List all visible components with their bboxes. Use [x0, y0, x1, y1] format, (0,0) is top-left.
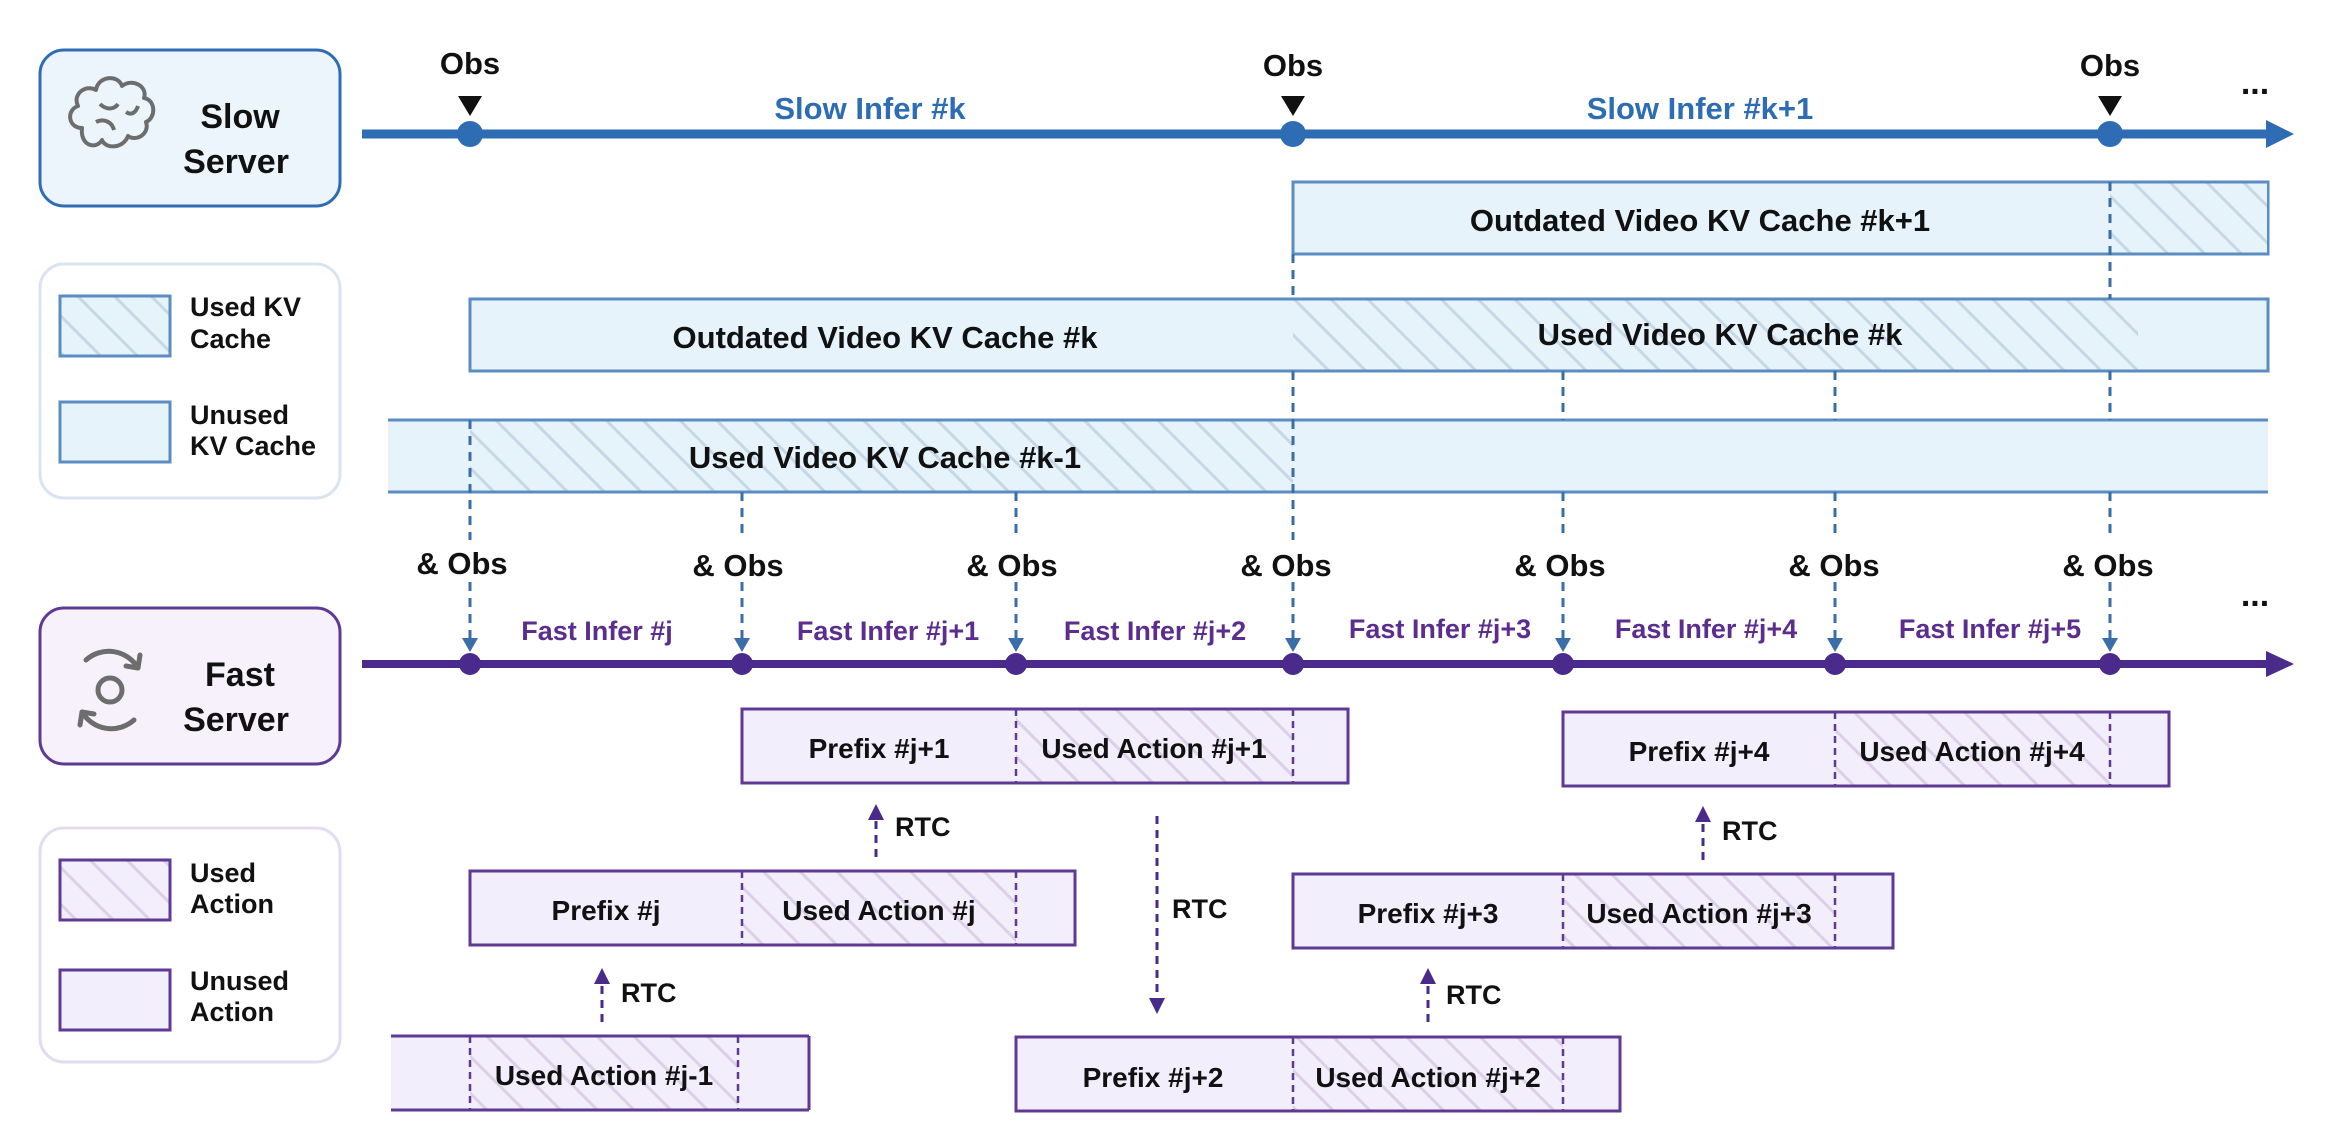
- action-legend: Used Action Unused Action: [38, 826, 342, 1064]
- action-j-minus-1-used-label: Used Action #j-1: [495, 1060, 713, 1091]
- fast-obs-label-6: & Obs: [1788, 548, 1879, 583]
- rtc-arrowheads: [594, 804, 1711, 1014]
- fast-infer-label-j4: Fast Infer #j+4: [1615, 614, 1797, 644]
- rtc-label-3: RTC: [1172, 894, 1228, 924]
- action-j-used-label: Used Action #j: [782, 895, 975, 926]
- kv-legend: Used KV Cache Unused KV Cache: [38, 262, 342, 500]
- action-j4-prefix-label: Prefix #j+4: [1629, 736, 1770, 767]
- action-j2-prefix-label: Prefix #j+2: [1083, 1062, 1224, 1093]
- action-j4-used-label: Used Action #j+4: [1859, 736, 2085, 767]
- kv-cache-k-outdated-label: Outdated Video KV Cache #k: [673, 320, 1099, 355]
- action-j1-used-label: Used Action #j+1: [1041, 733, 1266, 764]
- legend-unused-kv-label-2: KV Cache: [190, 431, 316, 461]
- fast-server-panel: Fast Server: [38, 606, 342, 766]
- rtc-label-1: RTC: [621, 978, 677, 1008]
- fast-obs-point-1: [459, 653, 481, 675]
- slow-obs-point-2: [1280, 121, 1306, 147]
- kv-cache-k-minus-1-label: Used Video KV Cache #k-1: [689, 440, 1081, 475]
- fast-obs-label-4: & Obs: [1240, 548, 1331, 583]
- slow-infer-label-k1: Slow Infer #k+1: [1587, 91, 1814, 126]
- brain-icon: [68, 76, 156, 149]
- fast-infer-label-j: Fast Infer #j: [521, 616, 673, 646]
- action-chunk-j-plus-2: Prefix #j+2 Used Action #j+2: [1014, 1035, 1622, 1113]
- slow-obs-point-3: [2097, 121, 2123, 147]
- slow-server-panel: Slow Server: [38, 48, 342, 208]
- kv-cache-k1-label: Outdated Video KV Cache #k+1: [1470, 203, 1930, 238]
- action-chunk-j-plus-4: Prefix #j+4 Used Action #j+4: [1561, 710, 2171, 788]
- fast-obs-label-2: & Obs: [692, 548, 783, 583]
- action-chunk-j-plus-1: Prefix #j+1 Used Action #j+1: [740, 707, 1350, 785]
- fast-obs-point-3: [1005, 653, 1027, 675]
- fast-obs-labels: & Obs & Obs & Obs & Obs & Obs & Obs & Ob…: [416, 546, 2153, 583]
- slow-obs-label-2: Obs: [1263, 48, 1323, 83]
- fast-infer-label-j5: Fast Infer #j+5: [1899, 614, 2081, 644]
- fast-infer-label-j3: Fast Infer #j+3: [1349, 614, 1531, 644]
- legend-used-kv-label-1: Used KV: [190, 292, 301, 322]
- slow-obs-label-3: Obs: [2080, 48, 2140, 83]
- rtc-label-4: RTC: [1446, 980, 1502, 1010]
- legend-unused-kv-swatch: [58, 400, 172, 464]
- rtc-labels: RTC RTC RTC RTC RTC: [621, 812, 1778, 1010]
- legend-used-kv-swatch: [58, 294, 172, 358]
- action-j3-used-label: Used Action #j+3: [1586, 898, 1811, 929]
- legend-used-action-label-2: Action: [190, 889, 274, 919]
- action-chunk-j-plus-3: Prefix #j+3 Used Action #j+3: [1291, 872, 1895, 950]
- slow-server-label-1: Slow: [200, 98, 280, 136]
- slow-ellipsis: ...: [2241, 64, 2269, 102]
- legend-unused-action-swatch: [58, 968, 172, 1032]
- action-j-prefix-label: Prefix #j: [552, 895, 661, 926]
- action-j1-prefix-label: Prefix #j+1: [809, 733, 950, 764]
- slow-infer-label-k: Slow Infer #k: [774, 91, 966, 126]
- fast-server-label-2: Server: [183, 701, 289, 739]
- legend-used-action-label-1: Used: [190, 858, 256, 888]
- legend-unused-action-label-1: Unused: [190, 966, 289, 996]
- action-j3-prefix-label: Prefix #j+3: [1358, 898, 1499, 929]
- fast-timeline: Fast Infer #j Fast Infer #j+1 Fast Infer…: [362, 576, 2294, 677]
- fast-obs-point-2: [731, 653, 753, 675]
- kv-cache-k1: Outdated Video KV Cache #k+1: [1291, 180, 2270, 256]
- legend-unused-action-label-2: Action: [190, 997, 274, 1027]
- kv-cache-k-used-label: Used Video KV Cache #k: [1538, 317, 1903, 352]
- legend-unused-kv-label-1: Unused: [190, 400, 289, 430]
- dashed-connectors: [468, 182, 2112, 640]
- fast-obs-point-7: [2099, 653, 2121, 675]
- rtc-arrows: [600, 816, 1705, 1022]
- refresh-cycle-icon: [77, 648, 143, 732]
- fast-infer-label-j1: Fast Infer #j+1: [797, 616, 979, 646]
- fast-obs-point-6: [1824, 653, 1846, 675]
- fast-server-label-1: Fast: [205, 656, 275, 694]
- fast-obs-label-5: & Obs: [1514, 548, 1605, 583]
- action-chunk-j-minus-1: Used Action #j-1: [391, 1034, 811, 1112]
- fast-obs-label-7: & Obs: [2062, 548, 2153, 583]
- kv-cache-k-minus-1: Used Video KV Cache #k-1: [388, 418, 2268, 494]
- slow-server-label-2: Server: [183, 143, 289, 181]
- fast-obs-label-1: & Obs: [416, 546, 507, 581]
- kv-cache-k: Outdated Video KV Cache #k Used Video KV…: [468, 297, 2270, 373]
- fast-obs-point-5: [1552, 653, 1574, 675]
- obs-arrowheads: [462, 638, 2118, 652]
- action-chunk-j: Prefix #j Used Action #j: [468, 869, 1077, 947]
- fast-ellipsis: ...: [2241, 576, 2269, 614]
- fast-obs-label-3: & Obs: [966, 548, 1057, 583]
- slow-obs-label-1: Obs: [440, 46, 500, 81]
- fast-infer-label-j2: Fast Infer #j+2: [1064, 616, 1246, 646]
- fast-obs-point-4: [1282, 653, 1304, 675]
- legend-used-action-swatch: [58, 858, 172, 922]
- rtc-label-5: RTC: [1722, 816, 1778, 846]
- legend-used-kv-label-2: Cache: [190, 324, 271, 354]
- slow-obs-point-1: [457, 121, 483, 147]
- action-j2-used-label: Used Action #j+2: [1315, 1062, 1540, 1093]
- slow-timeline: Obs Obs Obs Slow Infer #k Slow Infer #k+…: [362, 46, 2294, 148]
- rtc-label-2: RTC: [895, 812, 951, 842]
